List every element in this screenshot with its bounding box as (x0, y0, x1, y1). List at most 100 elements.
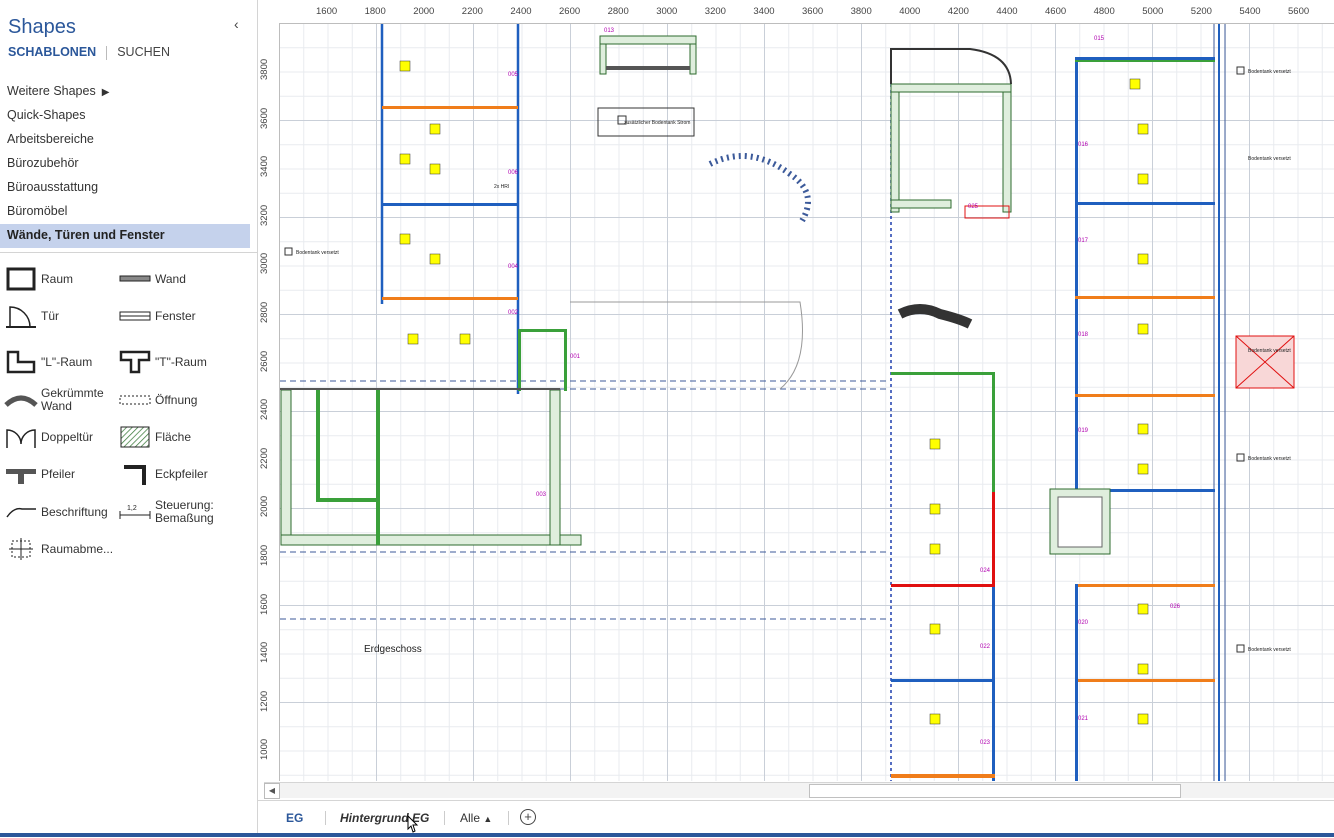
floor-tank-label: Bodentank versetzt (1248, 69, 1291, 75)
ruler-tick-label: 2600 (559, 6, 581, 17)
shape-window[interactable]: Fenster (118, 299, 242, 333)
ruler-tick-label: 2400 (510, 6, 532, 17)
scroll-thumb[interactable] (809, 784, 1181, 798)
shape-t-room[interactable]: "T"-Raum (118, 345, 242, 379)
ruler-tick-label: 2400 (259, 399, 270, 421)
shape-area[interactable]: Fläche (118, 420, 242, 454)
double-door-icon (6, 429, 36, 448)
room-number: 004 (508, 264, 519, 270)
all-pages-label: Alle (460, 811, 481, 825)
ruler-tick-label: 2200 (259, 447, 270, 469)
scroll-left-icon[interactable]: ◀ (264, 783, 280, 799)
ruler-tick-label: 4800 (1093, 6, 1115, 17)
room-number: 022 (980, 644, 991, 650)
pane-title: Shapes (8, 16, 76, 38)
ruler-tick-label: 3000 (656, 6, 678, 17)
area-icon (120, 426, 150, 448)
shape-room-dimension[interactable]: Raumabme... (4, 532, 128, 566)
reception-area (570, 107, 973, 390)
stencil-office-furniture[interactable]: Büromöbel (7, 204, 68, 218)
shape-wall[interactable]: Wand (118, 262, 242, 296)
workstations (399, 60, 1149, 725)
shape-door[interactable]: Tür (4, 299, 128, 333)
shape-label: Tür (41, 308, 59, 323)
shape-label: "T"-Raum (155, 354, 207, 369)
stencil-more-shapes[interactable]: Weitere Shapes▶ (0, 80, 258, 104)
shapes-pane: Shapes ‹ SCHABLONEN SUCHEN Weitere Shape… (0, 0, 258, 837)
shape-label: Eckpfeiler (155, 466, 208, 481)
page-tab-eg[interactable]: EG (286, 811, 304, 825)
drawing-page[interactable]: Bodentank versetzt Bodentank versetzt Bo… (280, 24, 1334, 781)
left-office-rooms (382, 106, 567, 391)
ruler-tick-label: 2600 (259, 350, 270, 372)
stencil-office-equipment[interactable]: Büroausstattung (7, 180, 99, 194)
floor-tank-label: Bodentank versetzt (296, 250, 339, 256)
room-number: 006 (508, 170, 519, 176)
ruler-tick-label: 1600 (259, 593, 270, 615)
ruler-tick-label: 1800 (364, 6, 386, 17)
ruler-tick-label: 3800 (259, 58, 270, 80)
shape-label[interactable]: Beschriftung (4, 495, 128, 529)
room-number: 001 (570, 354, 581, 360)
add-page-icon[interactable]: + (520, 809, 536, 825)
shape-label: Steuerung: Bemaßung (155, 498, 214, 525)
status-bar-edge (0, 833, 1334, 837)
ruler-tick-label: 2800 (607, 6, 629, 17)
room-number: 026 (1170, 604, 1181, 610)
pane-divider (0, 252, 258, 253)
horizontal-scrollbar[interactable]: ◀ (264, 782, 1334, 799)
opening-icon (119, 395, 151, 405)
pillar-icon (6, 469, 36, 484)
page-tab-background-eg[interactable]: Hintergrund EG (340, 811, 430, 825)
shape-label: Gekrümmte Wand (41, 386, 104, 413)
shape-curved-wall[interactable]: Gekrümmte Wand (4, 383, 128, 417)
ruler-tick-label: 2800 (259, 301, 270, 323)
room-dimension-icon (9, 538, 33, 560)
ruler-tick-label: 4600 (1045, 6, 1067, 17)
tab-search[interactable]: SUCHEN (117, 45, 170, 59)
shape-opening[interactable]: Öffnung (118, 383, 242, 417)
room-icon (6, 267, 36, 291)
ruler-tick-label: 3200 (704, 6, 726, 17)
room-number: 016 (1078, 142, 1089, 148)
stencil-office-accessories[interactable]: Bürozubehör (7, 156, 79, 170)
window-icon (119, 311, 151, 321)
ruler-tick-label: 3000 (259, 253, 270, 275)
shape-double-door[interactable]: Doppeltür (4, 420, 128, 454)
corner-pillar-icon (124, 465, 146, 485)
room-number: 003 (536, 492, 547, 498)
ruler-tick-label: 5200 (1190, 6, 1212, 17)
stencil-quick-shapes[interactable]: Quick-Shapes (7, 108, 86, 122)
room-number: 025 (968, 204, 979, 210)
ruler-tick-label: 2000 (413, 6, 435, 17)
shape-corner-pillar[interactable]: Eckpfeiler (118, 457, 242, 491)
shape-label: Öffnung (155, 392, 198, 407)
ruler-tick-label: 3400 (259, 156, 270, 178)
shape-room[interactable]: Raum (4, 262, 128, 296)
tab-stencils[interactable]: SCHABLONEN (8, 45, 97, 59)
collapse-pane-icon[interactable]: ‹ (234, 16, 239, 32)
ruler-tick-label: 5400 (1239, 6, 1261, 17)
ruler-tick-label: 1800 (259, 544, 270, 566)
label-icon (6, 507, 36, 518)
stencil-walls-doors-windows[interactable]: Wände, Türen und Fenster (0, 224, 250, 248)
all-pages-button[interactable]: Alle ▲ (460, 811, 492, 825)
shape-label: Raum (41, 271, 74, 286)
room-number: 017 (1078, 238, 1089, 244)
stencil-label: Weitere Shapes (7, 84, 96, 98)
room-number: 013 (604, 28, 615, 34)
shape-pillar[interactable]: Pfeiler (4, 457, 128, 491)
tab-divider (508, 811, 509, 825)
shape-label: Pfeiler (41, 466, 76, 481)
stencil-workspaces[interactable]: Arbeitsbereiche (7, 132, 94, 146)
floor-tank-label: Bodentank versetzt (1248, 156, 1291, 162)
floor-plan[interactable]: Bodentank versetzt Bodentank versetzt Bo… (280, 24, 1334, 781)
shape-dimension[interactable]: 1,2 Steuerung: Bemaßung (118, 495, 242, 529)
right-office-rooms (1075, 57, 1215, 781)
shape-l-room[interactable]: "L"-Raum (4, 345, 128, 379)
room-number: 002 (508, 310, 519, 316)
room-number: 020 (1078, 620, 1089, 626)
canvas-area: 1600 1800 2000 2200 2400 2600 2800 3000 3200 3400… (258, 0, 1334, 799)
